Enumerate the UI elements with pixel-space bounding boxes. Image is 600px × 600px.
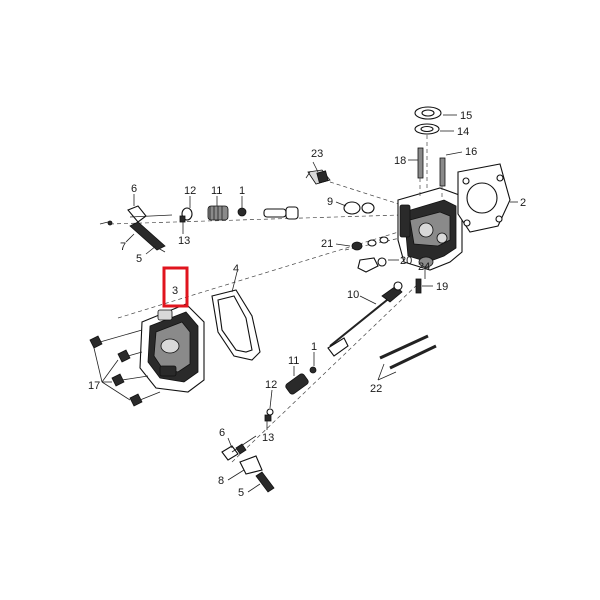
label-13-lower: 13 [262,432,274,444]
stud-16 [439,157,446,198]
label-3: 3 [172,285,178,297]
label-4: 4 [233,263,239,275]
label-23: 23 [311,148,323,160]
label-1-lower: 1 [311,341,317,353]
label-18: 18 [394,155,406,167]
label-10: 10 [347,289,359,301]
axis-upper-valve [109,214,401,225]
head-cover [139,303,205,393]
label-9: 9 [327,196,333,208]
lower-valve-train [221,281,403,493]
spark-plug [305,169,331,185]
highlight-box [162,266,189,308]
label-12-lower: 12 [265,379,277,391]
axis-23 [329,181,403,206]
label-6-lower: 6 [219,427,225,439]
label-6-upper: 6 [131,183,137,195]
axis-lower-valve [231,281,421,463]
parts-20-21-24 [351,236,434,273]
label-11-upper: 11 [211,185,222,197]
dowel-19 [415,278,422,294]
stud-18 [417,147,424,196]
head-gasket [457,163,511,233]
label-15: 15 [460,110,472,122]
seal-9 [343,201,375,215]
long-studs [379,334,437,370]
label-11-lower: 11 [288,355,299,367]
label-14: 14 [457,126,469,138]
label-21: 21 [321,238,333,250]
cover-gasket [211,289,261,361]
axis-cover [117,229,406,319]
label-7: 7 [120,241,126,253]
upper-valve-train [99,205,299,253]
intake-flange [414,106,442,190]
label-2: 2 [520,197,526,209]
label-24: 24 [418,261,430,273]
label-5-upper: 5 [136,253,142,265]
cylinder-head [397,187,463,271]
label-12-upper: 12 [184,185,196,197]
label-22: 22 [370,383,382,395]
label-17: 17 [88,380,100,392]
label-5-lower: 5 [238,487,244,499]
callout-labels: 15 14 18 16 2 23 9 21 20 24 19 6 12 11 1… [88,110,526,499]
label-16: 16 [465,146,477,158]
label-1-upper: 1 [239,185,245,197]
leader-lines [93,114,518,493]
cover-bolts [89,329,161,407]
label-13-upper: 13 [178,235,190,247]
label-19: 19 [436,281,448,293]
label-8: 8 [218,475,224,487]
label-20: 20 [400,255,412,267]
